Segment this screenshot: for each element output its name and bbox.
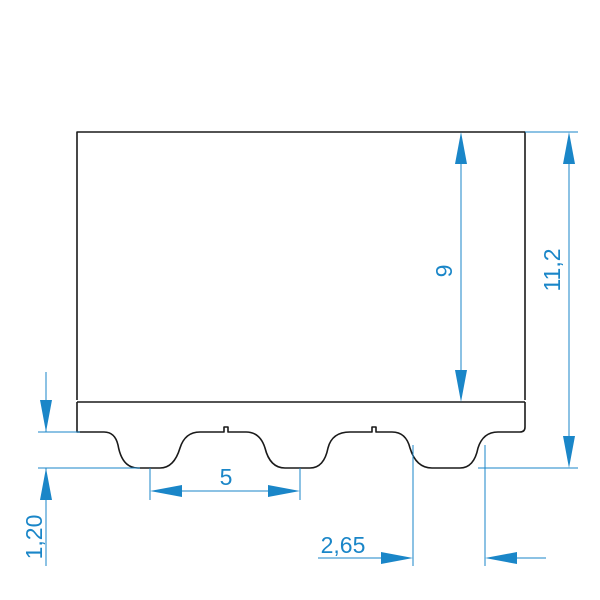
dimension-tooth-width: 2,65 bbox=[318, 445, 546, 566]
dimension-belt-body-height: 9 bbox=[431, 132, 467, 402]
belt-body-height-label: 9 bbox=[431, 265, 457, 278]
dimension-total-height: 11,2 bbox=[478, 131, 578, 469]
belt-body-outline bbox=[76, 131, 526, 400]
dimension-tooth-height: 1,20 bbox=[21, 372, 140, 566]
pitch-label: 5 bbox=[220, 464, 233, 490]
dimension-pitch: 5 bbox=[149, 464, 301, 500]
tooth-width-label: 2,65 bbox=[321, 532, 366, 558]
total-height-label: 11,2 bbox=[539, 248, 565, 291]
tooth-profile bbox=[76, 402, 526, 469]
tooth-height-label: 1,20 bbox=[21, 515, 47, 560]
